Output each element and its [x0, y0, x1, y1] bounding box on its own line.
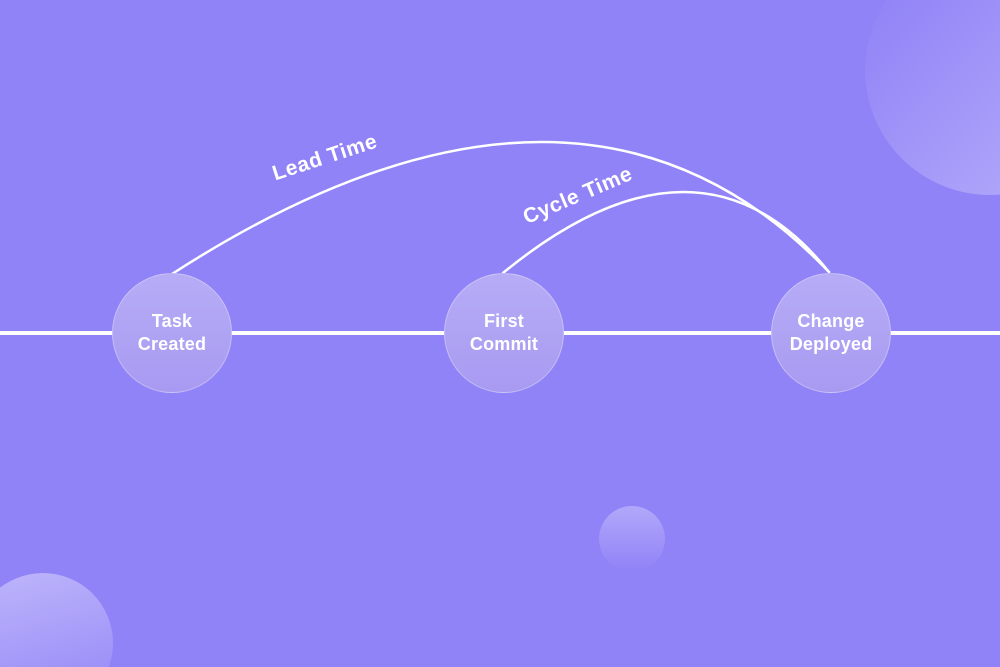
node-first-commit: First Commit — [444, 273, 564, 393]
cycle-time-arc — [501, 190, 831, 275]
node-first-commit-label: First Commit — [469, 311, 539, 354]
node-change-deployed-label: Change Deployed — [789, 311, 873, 354]
node-task-created-label: Task Created — [137, 311, 207, 354]
decor-circle-small — [599, 506, 665, 572]
node-change-deployed: Change Deployed — [771, 273, 891, 393]
node-task-created: Task Created — [112, 273, 232, 393]
